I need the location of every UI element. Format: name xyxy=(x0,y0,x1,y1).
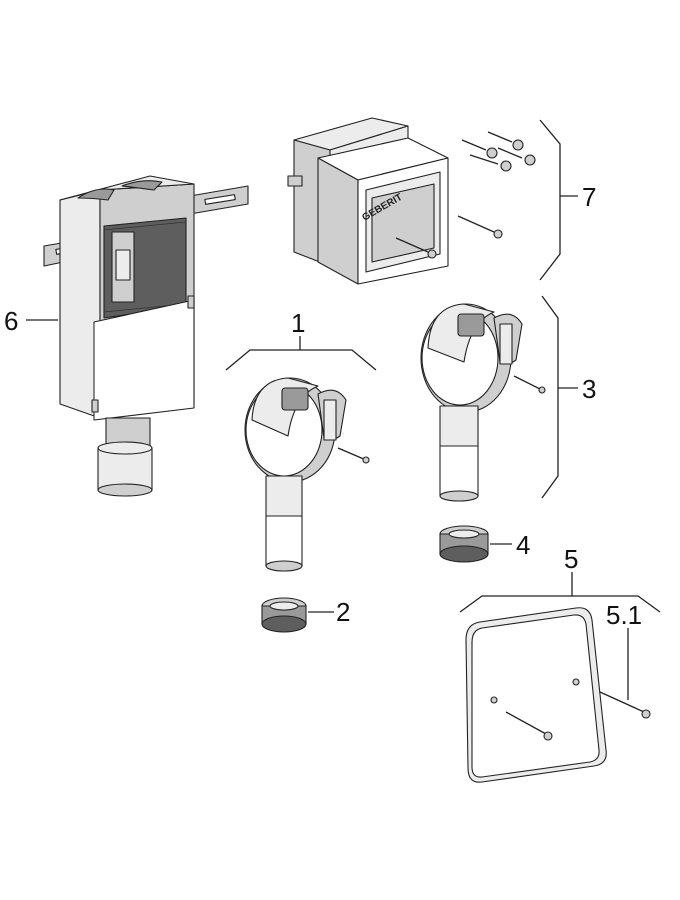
callout-labels: 1 2 3 4 5 5.1 6 7 xyxy=(4,182,642,630)
part-4-seal-ring xyxy=(439,525,489,563)
callout-2: 2 xyxy=(336,597,350,627)
callout-5: 5 xyxy=(564,544,578,574)
callout-7: 7 xyxy=(582,182,596,212)
callout-6: 6 xyxy=(4,306,18,336)
part-2-seal-ring xyxy=(261,597,307,633)
part-1-siphon xyxy=(244,377,370,572)
part-6-installation-box xyxy=(43,175,249,497)
part-5-cover-plate xyxy=(465,607,607,783)
part-7-mounting-box: GEBERIT xyxy=(287,117,449,285)
callout-5-1: 5.1 xyxy=(606,600,642,630)
part-7-screws xyxy=(395,131,536,259)
part-5-1-screws xyxy=(505,691,651,741)
callout-1: 1 xyxy=(291,308,305,338)
part-3-siphon xyxy=(420,303,546,502)
callout-3: 3 xyxy=(582,374,596,404)
callout-4: 4 xyxy=(516,530,530,560)
leader-lines xyxy=(26,119,661,700)
